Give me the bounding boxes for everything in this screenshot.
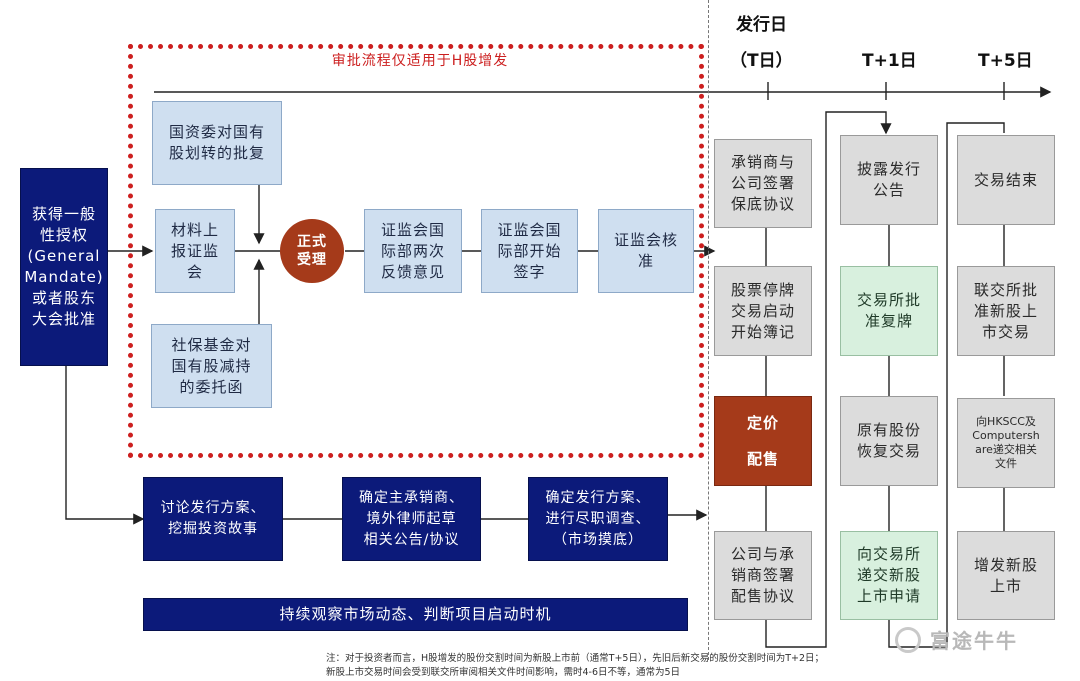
approval-frame-title: 审批流程仅适用于H股增发 <box>331 53 509 69</box>
trade-end-box: 交易结束 <box>957 135 1055 225</box>
csrc-feedback-box: 证监会国 际部两次 反馈意见 <box>364 209 462 293</box>
general-mandate-box: 获得一般 性授权 (General Mandate) 或者股东 大会批准 <box>20 168 108 366</box>
listing-application-box: 向交易所 递交新股 上市申请 <box>840 531 938 620</box>
placing-agreement-box: 公司与承 销商签署 配售协议 <box>714 531 812 620</box>
t-day-label: （T日） <box>730 51 793 71</box>
formal-acceptance-circle: 正式 受理 <box>280 219 344 283</box>
issue-day-label: 发行日 <box>736 15 787 35</box>
submit-to-hkscc-box: 向HKSCC及 Computersh are递交相关 文件 <box>957 398 1055 488</box>
market-observation-bar: 持续观察市场动态、判断项目启动时机 <box>143 598 688 631</box>
csrc-sign-box: 证监会国 际部开始 签字 <box>481 209 578 293</box>
exchange-resumption-approval-box: 交易所批 准复牌 <box>840 266 938 356</box>
futu-logo-icon <box>895 627 921 653</box>
discuss-plan-box: 讨论发行方案、 挖掘投资故事 <box>143 477 283 561</box>
csrc-approval-box: 证监会核 准 <box>598 209 694 293</box>
hkex-listing-approval-box: 联交所批 准新股上 市交易 <box>957 266 1055 356</box>
trading-halt-bookbuild-box: 股票停牌 交易启动 开始簿记 <box>714 266 812 356</box>
approval-process-frame <box>128 44 704 458</box>
footnote: 注：对于投资者而言，H股增发的股份交割时间为新股上市前（通常T+5日），先旧后新… <box>326 653 825 678</box>
issuance-plan-box: 确定发行方案、 进行尽职调查、 （市场摸底） <box>528 477 668 561</box>
watermark-text: 富途牛牛 <box>930 629 1018 653</box>
disclose-announcement-box: 披露发行 公告 <box>840 135 938 225</box>
trading-resumption-box: 原有股份 恢复交易 <box>840 396 938 486</box>
sasac-approval-box: 国资委对国有 股划转的批复 <box>152 101 282 185</box>
lead-underwriter-box: 确定主承销商、 境外律师起草 相关公告/协议 <box>342 477 481 561</box>
t-plus-1-label: T+1日 <box>862 51 917 71</box>
new-shares-listing-box: 增发新股 上市 <box>957 531 1055 620</box>
submit-to-csrc-box: 材料上 报证监 会 <box>155 209 235 293</box>
underwriting-agreement-box: 承销商与 公司签署 保底协议 <box>714 139 812 228</box>
issue-day-divider <box>708 0 709 660</box>
pricing-placement-box: 定价 配售 <box>714 396 812 486</box>
t-plus-5-label: T+5日 <box>978 51 1033 71</box>
ssf-letter-box: 社保基金对 国有股减持 的委托函 <box>151 324 272 408</box>
